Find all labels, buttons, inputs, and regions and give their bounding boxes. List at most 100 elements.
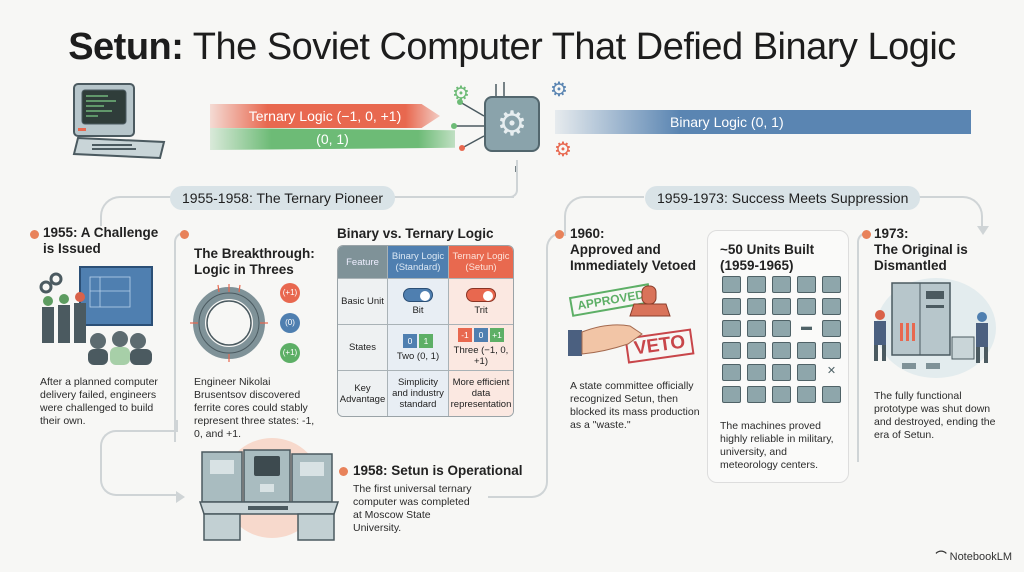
computer-unit-icon [772, 364, 791, 381]
row-binary: Simplicity and industry standard [388, 371, 449, 416]
units-heading: ~50 Units Built (1959-1965) [720, 242, 815, 273]
header-ternary: Ternary Logic (Setun) [449, 246, 513, 278]
table-header-row: Feature Binary Logic (Standard) Ternary … [338, 246, 513, 278]
event-1958-text: The first universal ternary computer was… [353, 483, 472, 534]
computer-unit-icon [822, 298, 841, 315]
computer-unit-icon [747, 364, 766, 381]
computer-unit-icon [822, 386, 841, 403]
computer-unit-icon [797, 342, 816, 359]
computer-unit-icon [747, 320, 766, 337]
computer-unit-icon [772, 298, 791, 315]
timeline-dot [30, 230, 39, 239]
row-feature: States [338, 325, 388, 370]
timeline-connector [100, 430, 176, 496]
timeline-dot [339, 467, 348, 476]
ferrite-core-ring-icon [190, 284, 268, 362]
notebooklm-brand: ⌒ NotebookLM [935, 551, 1012, 563]
ternary-logic-stream: Ternary Logic (−1, 0, +1) [210, 104, 440, 128]
event-1955-text: After a planned computer delivery failed… [40, 376, 158, 427]
rubber-stamp-hand-icon [568, 285, 671, 356]
breakthrough-heading: The Breakthrough: Logic in Threes [194, 246, 315, 277]
row-feature: Basic Unit [338, 279, 388, 324]
computer-unit-icon [772, 386, 791, 403]
tank-icon: ▬ [801, 321, 812, 333]
computer-unit-icon [722, 320, 741, 337]
header-binary: Binary Logic (Standard) [388, 246, 449, 278]
computer-unit-icon [747, 386, 766, 403]
breakthrough-text: Engineer Nikolai Brusentsov discovered f… [194, 376, 315, 440]
microchip-gear-icon [484, 96, 540, 152]
gear-icon-green: ⚙ [452, 83, 470, 105]
comparison-table: Feature Binary Logic (Standard) Ternary … [337, 245, 514, 417]
computer-unit-icon [797, 364, 816, 381]
bit-toggle-icon [403, 287, 433, 302]
table-row: Key Advantage Simplicity and industry st… [338, 370, 513, 416]
timeline-connector [488, 470, 548, 498]
event-1955-heading: 1955: A Challenge is Issued [43, 225, 159, 256]
computer-unit-icon [822, 320, 841, 337]
computer-unit-icon [822, 342, 841, 359]
units-text: The machines proved highly reliable in m… [720, 420, 834, 471]
title-bold: Setun: [68, 26, 184, 68]
row-ternary: Trit [449, 279, 513, 324]
computer-unit-icon [722, 364, 741, 381]
binary-small-stream: (0, 1) [210, 128, 455, 150]
computer-unit-icon [772, 276, 791, 293]
circuit-traces-icon [451, 82, 517, 172]
event-1960-text: A state committee officially recognized … [570, 380, 700, 431]
state-square-0: 0 [474, 328, 488, 342]
computer-unit-icon [722, 298, 741, 315]
computer-unit-icon [747, 276, 766, 293]
timeline-connector [564, 196, 644, 236]
arrow-down-icon [977, 226, 989, 235]
computer-unit-icon [747, 298, 766, 315]
computer-unit-icon [722, 386, 741, 403]
event-1958-heading: 1958: Setun is Operational [353, 463, 523, 478]
timeline-dot [180, 230, 189, 239]
title-rest: The Soviet Computer That Defied Binary L… [192, 26, 957, 68]
timeline-connector [384, 196, 514, 198]
computer-unit-icon [722, 276, 741, 293]
timeline-connector [510, 160, 518, 198]
retro-computer-icon [72, 83, 166, 160]
computer-unit-icon [747, 342, 766, 359]
event-1973-heading: 1973: The Original is Dismantled [874, 226, 968, 273]
event-1973-text: The fully functional prototype was shut … [874, 390, 996, 441]
computer-unit-icon [722, 342, 741, 359]
timeline-dot [862, 230, 871, 239]
section-pill-1959-1973: 1959-1973: Success Meets Suppression [645, 186, 921, 210]
computer-unit-icon [772, 320, 791, 337]
timeline-connector [100, 196, 172, 226]
computer-unit-icon [772, 342, 791, 359]
state-badge-plus: (+1) [280, 283, 300, 303]
timeline-connector [905, 196, 983, 226]
timeline-connector [546, 232, 566, 472]
section-pill-1955-1958: 1955-1958: The Ternary Pioneer [170, 186, 396, 210]
state-square-1: 1 [419, 333, 433, 348]
satellite-icon: ✕ [826, 365, 837, 377]
gear-icon-red: ⚙ [554, 139, 572, 161]
timeline-connector [176, 420, 178, 432]
state-square-minus1: -1 [458, 328, 472, 342]
binary-logic-stream: Binary Logic (0, 1) [555, 110, 971, 134]
trit-toggle-icon [466, 287, 496, 302]
computer-unit-icon [822, 276, 841, 293]
event-1960-heading: 1960: Approved and Immediately Vetoed [570, 226, 697, 273]
dismantling-workers-illustration [874, 282, 988, 369]
row-ternary: More efficient data representation [449, 371, 513, 416]
state-square-0: 0 [403, 333, 417, 348]
state-badge-zero: (0) [280, 313, 300, 333]
page-title: Setun: The Soviet Computer That Defied B… [0, 26, 1024, 69]
units-grid: ▬✕ [722, 276, 841, 403]
gear-icon-blue: ⚙ [550, 79, 568, 101]
state-badge-plus-green: (+1) [280, 343, 300, 363]
computer-unit-icon [797, 386, 816, 403]
setun-console-illustration [198, 449, 340, 541]
timeline-dot [555, 230, 564, 239]
computer-unit-icon [797, 276, 816, 293]
row-feature: Key Advantage [338, 371, 388, 416]
header-feature: Feature [338, 246, 388, 278]
comparison-title: Binary vs. Ternary Logic [337, 226, 494, 241]
